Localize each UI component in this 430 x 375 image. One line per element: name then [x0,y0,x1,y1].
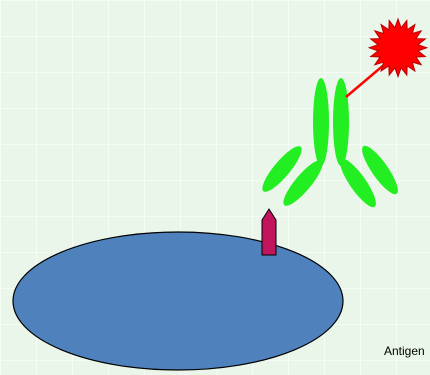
label-tether-line [346,64,385,97]
antibody-heavy-chain-left [313,78,329,166]
cell-ellipse [13,232,343,370]
label-starburst [369,19,427,77]
antibody-heavy-chain-right [333,78,349,166]
antibody [257,78,403,211]
antigen-caption: Antigen [384,344,425,358]
antigen-shape [262,209,276,255]
